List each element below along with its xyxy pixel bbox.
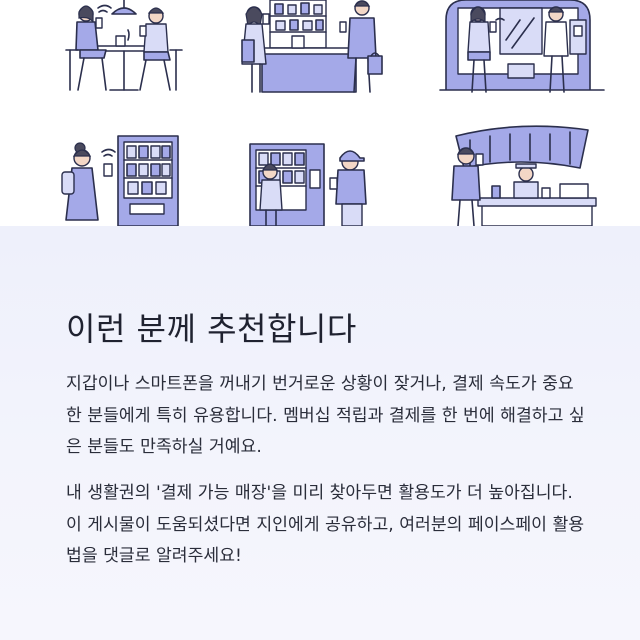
- usage-scenes-illustration: .o{stroke:#2b2f4d;stroke-width:1.6;fill:…: [61, 0, 605, 226]
- cafe-scene: [65, 0, 183, 91]
- paragraph-recommendation: 지갑이나 스마트폰을 꺼내기 번거로운 상황이 잦거나, 결제 속도가 중요한 …: [66, 374, 585, 457]
- vending-scene: [61, 135, 179, 226]
- stadium-scene: [451, 125, 597, 226]
- recommendation-card: [0, 226, 640, 640]
- paragraph-call-to-action: 내 생활권의 '결제 가능 매장'을 미리 찾아두면 활용도가 더 높아집니다.…: [66, 483, 585, 566]
- kiosk-scene: [249, 143, 367, 226]
- section-heading: 이런 분께 추천합니다: [66, 310, 357, 348]
- illustration-grid: .o{stroke:#2b2f4d;stroke-width:1.6;fill:…: [0, 0, 640, 226]
- transit-gate-scene: [439, 0, 605, 93]
- shop-scene: [241, 0, 383, 93]
